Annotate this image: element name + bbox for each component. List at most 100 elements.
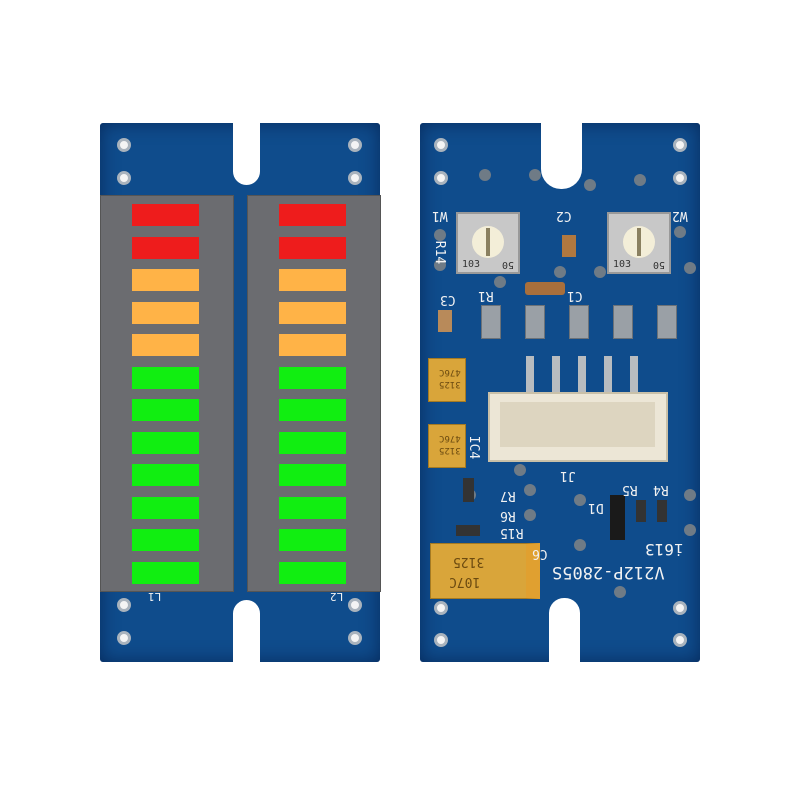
solder-via <box>494 276 506 288</box>
pad <box>569 305 589 339</box>
bottom-notch <box>549 598 580 662</box>
solder-via <box>434 229 446 241</box>
led-segment-orange <box>279 334 346 356</box>
solder-via <box>614 586 626 598</box>
mounting-hole <box>117 171 131 185</box>
led-segment-red <box>279 236 346 259</box>
led-segment-orange <box>132 334 199 356</box>
mounting-hole <box>348 138 362 152</box>
solder-via <box>524 509 536 521</box>
led-segment-green <box>279 399 346 421</box>
tantalum-capacitor: 476C 3125 <box>428 424 466 468</box>
label-date-code: i613 <box>645 540 684 559</box>
solder-via <box>524 484 536 496</box>
label-d1: D1 <box>588 500 604 515</box>
led-segment-green <box>279 529 346 551</box>
pot-code: 103 <box>462 259 481 270</box>
connector-pins <box>522 356 642 396</box>
label-r15: R15 <box>500 525 524 540</box>
led-segment-green <box>279 366 346 389</box>
pot-knob <box>472 226 504 258</box>
mounting-hole <box>434 138 448 152</box>
mounting-hole <box>117 631 131 645</box>
led-bar-display-1 <box>100 195 234 592</box>
label-l1: L1 <box>148 590 162 603</box>
led-segment-red <box>132 204 199 226</box>
mounting-hole <box>434 171 448 185</box>
resistor-r15 <box>456 525 480 536</box>
top-notch <box>541 123 582 189</box>
label-l2: L2 <box>330 590 344 603</box>
label-c1: C1 <box>567 288 583 303</box>
led-segment-green <box>279 561 346 584</box>
led-segment-green <box>279 431 346 454</box>
led-segment-orange <box>279 301 346 324</box>
mounting-hole <box>434 633 448 647</box>
mounting-hole <box>673 138 687 152</box>
led-segment-green <box>279 496 346 519</box>
resistor-r5 <box>636 500 646 522</box>
top-notch <box>233 123 260 185</box>
pot-code: 50 <box>652 259 665 270</box>
trimmer-potentiometer-w1: 103 50 <box>456 212 520 274</box>
label-j1: J1 <box>560 468 576 483</box>
mounting-hole <box>117 138 131 152</box>
tantalum-capacitor-c6: 107C 3125 <box>430 543 540 599</box>
label-c2: C2 <box>556 208 572 223</box>
led-segment-green <box>132 561 199 584</box>
mounting-hole <box>348 171 362 185</box>
label-ic4: IC4 <box>466 435 482 460</box>
label-w2: W2 <box>672 208 688 223</box>
pad <box>481 305 501 339</box>
led-segment-orange <box>132 269 199 291</box>
led-segment-green <box>132 399 199 421</box>
solder-via <box>684 524 696 536</box>
led-segment-green <box>132 464 199 486</box>
led-segment-green <box>132 529 199 551</box>
pot-knob <box>623 226 655 258</box>
label-r5: R5 <box>622 482 638 497</box>
label-r6: R6 <box>500 508 516 523</box>
pad <box>613 305 633 339</box>
resistor-r7 <box>463 478 474 502</box>
solder-via <box>684 262 696 274</box>
diode-d1 <box>610 495 625 540</box>
solder-via <box>634 174 646 186</box>
pot-code: 103 <box>613 259 632 270</box>
connector-inner <box>500 402 655 447</box>
solder-via <box>574 494 586 506</box>
solder-via <box>434 259 446 271</box>
solder-via <box>674 226 686 238</box>
solder-via <box>684 489 696 501</box>
led-segment-orange <box>279 269 346 291</box>
label-r1: R1 <box>478 288 494 303</box>
solder-via <box>584 179 596 191</box>
trimmer-potentiometer-w2: 103 50 <box>607 212 671 274</box>
solder-via <box>514 464 526 476</box>
pad <box>525 305 545 339</box>
mounting-hole <box>348 631 362 645</box>
led-segment-green <box>132 496 199 519</box>
resistor-r4 <box>657 500 667 522</box>
label-r14: R14 <box>432 240 448 265</box>
capacitor-c2 <box>562 235 576 257</box>
mounting-hole <box>117 598 131 612</box>
tantalum-capacitor: 476C 3125 <box>428 358 466 402</box>
mounting-hole <box>673 633 687 647</box>
label-c6: C6 <box>532 546 548 561</box>
solder-via <box>529 169 541 181</box>
solder-via <box>479 169 491 181</box>
mounting-hole <box>348 598 362 612</box>
bottom-notch <box>233 600 260 662</box>
mounting-hole <box>673 171 687 185</box>
pot-code: 50 <box>501 259 514 270</box>
solder-via <box>594 266 606 278</box>
capacitor-c3 <box>438 310 452 332</box>
label-c3: C3 <box>440 292 456 307</box>
led-segment-red <box>279 204 346 226</box>
led-segment-green <box>132 366 199 389</box>
label-w1: W1 <box>432 208 448 223</box>
solder-via <box>574 539 586 551</box>
mounting-hole <box>434 601 448 615</box>
led-segment-green <box>279 464 346 486</box>
